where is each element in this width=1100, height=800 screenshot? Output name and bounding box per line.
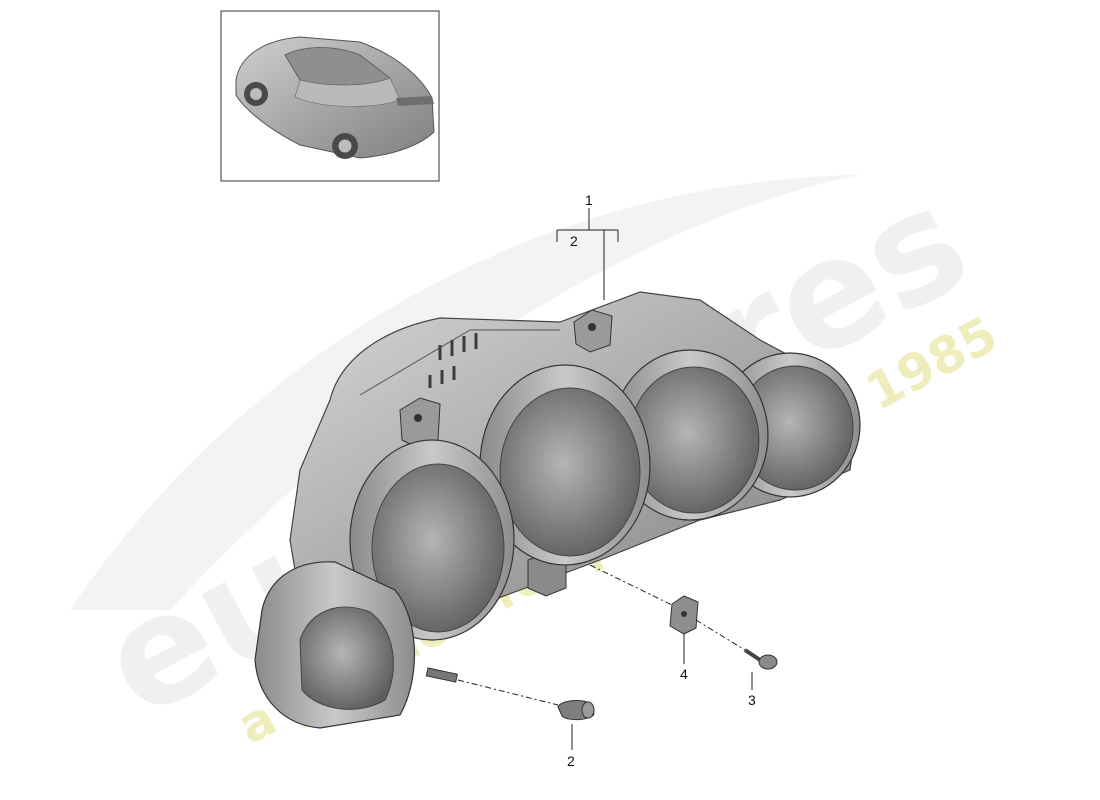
- callouts: 1 2 2 4 3: [567, 192, 756, 769]
- watermark-swoosh: [70, 175, 860, 610]
- callout-2-sub: 2: [570, 233, 578, 249]
- gauge-hood-far-left: [254, 561, 415, 729]
- leader-lines: [457, 208, 753, 750]
- callout-4: 4: [680, 666, 688, 682]
- instrument-cluster: [254, 291, 861, 729]
- cooling-vents: [428, 333, 478, 388]
- gauge-hood-left: [349, 439, 515, 641]
- part-screw: [743, 648, 778, 670]
- callout-2: 2: [567, 753, 575, 769]
- callout-1: 1: [585, 192, 593, 208]
- part-nut: [669, 595, 699, 635]
- car-thumbnail-icon: [235, 36, 435, 159]
- reset-shaft: [425, 667, 458, 683]
- gauge-hood-center: [479, 364, 651, 566]
- car-thumbnail: [220, 10, 440, 182]
- part-knob: [557, 699, 595, 721]
- mounting-bracket-top: [573, 309, 613, 353]
- gauge-hood-right: [611, 349, 769, 521]
- callout-3: 3: [748, 692, 756, 708]
